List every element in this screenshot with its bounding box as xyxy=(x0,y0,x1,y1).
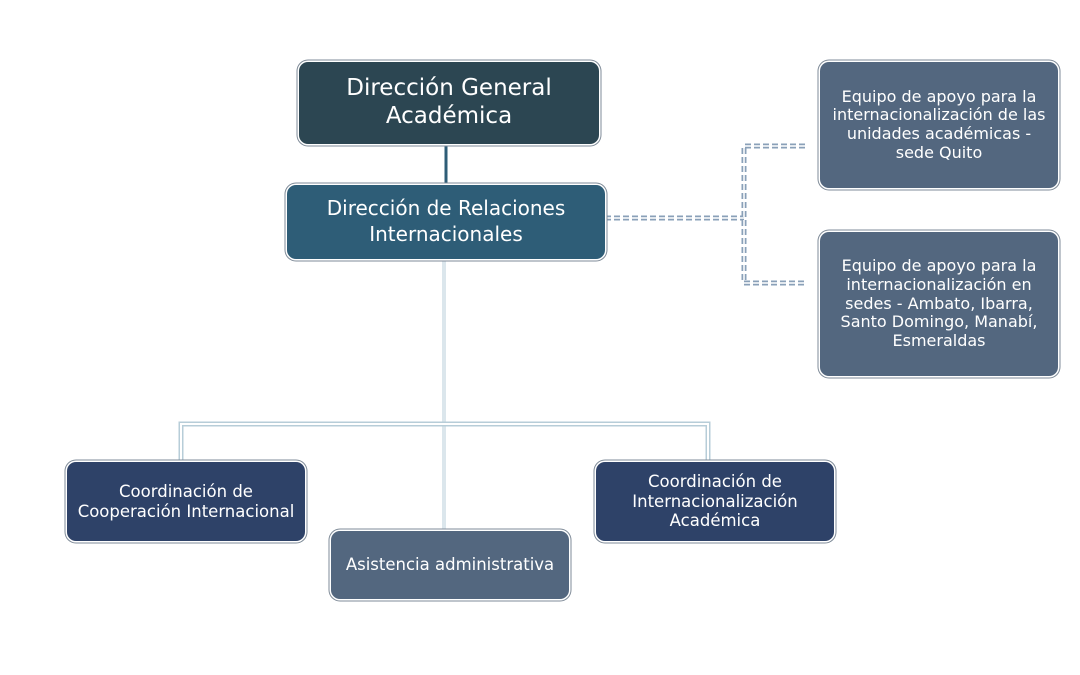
node-direccion-relaciones-label: Dirección de Relaciones Internacionales xyxy=(326,196,566,246)
node-direccion-general-label: Dirección General Académica xyxy=(346,75,552,129)
node-coord-cooperacion-label: Coordinación de Cooperación Internaciona… xyxy=(77,481,295,521)
node-asistencia-label: Asistencia administrativa xyxy=(345,555,555,575)
node-equipo-sedes-label: Equipo de apoyo para la internacionaliza… xyxy=(840,256,1038,351)
node-asistencia: Asistencia administrativa xyxy=(331,531,569,599)
connector-horizontal-bar xyxy=(178,421,711,462)
node-equipo-quito: Equipo de apoyo para la internacionaliza… xyxy=(820,62,1058,188)
node-equipo-sedes: Equipo de apoyo para la internacionaliza… xyxy=(820,232,1058,376)
node-coord-internacionalizacion-label: Coordinación de Internacionalización Aca… xyxy=(632,471,798,531)
node-coord-internacionalizacion: Coordinación de Internacionalización Aca… xyxy=(596,462,834,541)
node-direccion-general: Dirección General Académica xyxy=(299,62,599,144)
connector-dashed-equipos xyxy=(605,143,805,286)
node-direccion-relaciones: Dirección de Relaciones Internacionales xyxy=(287,185,605,259)
node-equipo-quito-label: Equipo de apoyo para la internacionaliza… xyxy=(832,86,1046,162)
node-coord-cooperacion: Coordinación de Cooperación Internaciona… xyxy=(67,462,305,541)
